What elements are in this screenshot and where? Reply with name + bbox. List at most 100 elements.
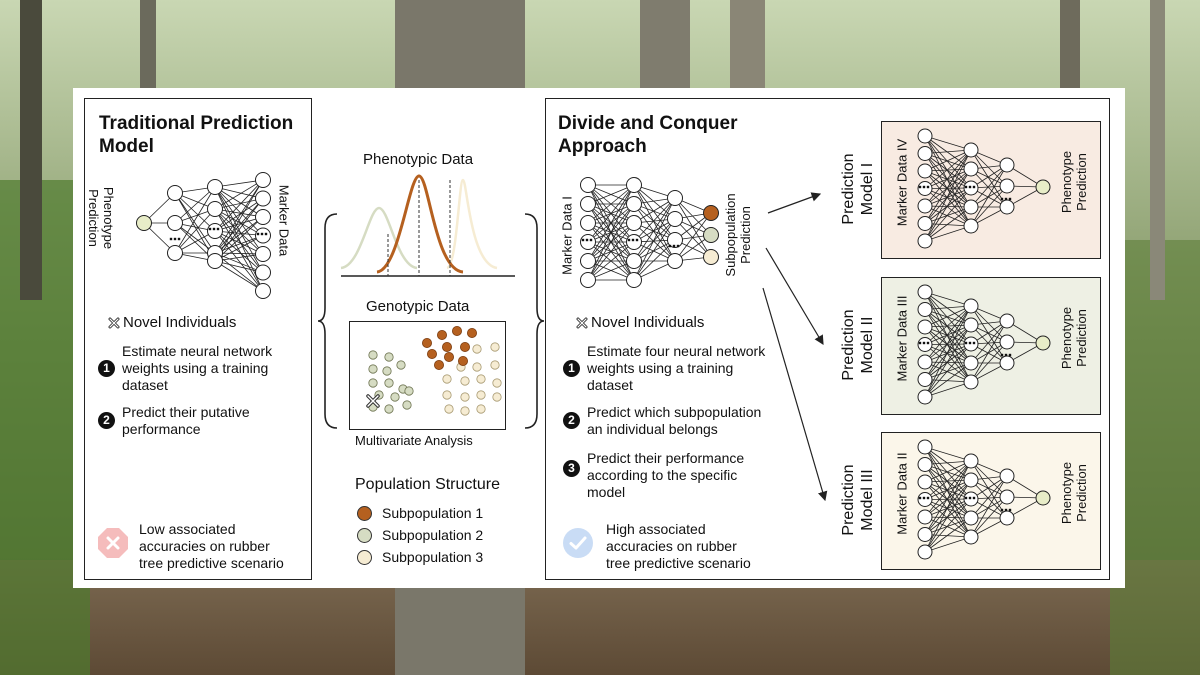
- left-net-edge: [214, 252, 264, 292]
- ellipsis-dot: [972, 496, 976, 500]
- model3-edge: [924, 446, 972, 538]
- scatter-point-subpop3: [492, 378, 502, 388]
- ellipsis-dot: [1000, 508, 1004, 512]
- left-net-node: [255, 246, 271, 262]
- model3-node: [963, 510, 979, 526]
- ellipsis-dot: [581, 238, 585, 242]
- model2-node: [999, 313, 1015, 329]
- model2-edge: [924, 343, 972, 363]
- scatter-point-subpop1: [422, 337, 433, 348]
- model3-node: [917, 527, 933, 542]
- scatter-point-subpop2: [402, 400, 412, 410]
- scatter-point-subpop2: [404, 386, 414, 396]
- ellipsis-dot: [1008, 353, 1012, 357]
- model2-edge: [970, 305, 1008, 343]
- left-net-node: [167, 245, 183, 261]
- model1-edge: [924, 135, 972, 151]
- model1-node: [1035, 179, 1051, 195]
- right-step1-line1: Estimate four neural network: [587, 343, 766, 359]
- model2-edge: [924, 291, 972, 326]
- right-step3-line2: according to the specific: [587, 467, 738, 483]
- model2-edge: [924, 309, 972, 364]
- right-net-edge: [633, 218, 676, 281]
- model1-node: [999, 178, 1015, 194]
- model1-edge: [924, 135, 972, 189]
- model2-edge: [924, 361, 972, 364]
- left-result-line1: Low associated: [139, 521, 236, 537]
- model3-edge: [924, 460, 972, 553]
- left-curly-brace: [317, 213, 338, 429]
- model1-edge: [970, 164, 1008, 227]
- right-net-edge: [633, 203, 676, 262]
- scatter-point-subpop2: [368, 378, 378, 388]
- model1-edge: [924, 168, 972, 172]
- model3-edge: [970, 475, 1008, 538]
- model3-node: [1035, 490, 1051, 506]
- ellipsis-dot: [676, 244, 680, 248]
- model2-edge: [924, 343, 972, 398]
- left-net-edge: [214, 179, 264, 232]
- left-net-edge: [214, 179, 264, 210]
- model1-node: [963, 199, 979, 215]
- model3-edge: [924, 464, 972, 481]
- model3-node: [999, 468, 1015, 484]
- arrow-to-model-iii: [762, 287, 828, 502]
- model2-node: [917, 372, 933, 387]
- right-net-edge: [674, 212, 712, 262]
- model1-edge: [970, 164, 1008, 208]
- model3-edge: [924, 464, 972, 519]
- left-net-edge: [214, 186, 264, 218]
- model1-edge: [924, 149, 972, 154]
- ellipsis-dot: [922, 496, 926, 500]
- divide-title-line1: Divide and Conquer: [558, 113, 738, 134]
- model3-edge: [924, 498, 972, 518]
- model2-node: [917, 354, 933, 370]
- model2-node: [917, 389, 933, 405]
- right-net-edge: [587, 184, 635, 224]
- ellipsis-dot: [918, 341, 922, 345]
- left-net-node: [207, 253, 223, 269]
- x-octagon-icon: [98, 528, 128, 558]
- left-net-edge: [214, 260, 264, 292]
- model2-edge: [924, 309, 972, 345]
- model3-edge: [924, 479, 972, 483]
- right-net-node: [703, 249, 719, 265]
- model1-edge: [924, 153, 972, 170]
- scatter-point-subpop3: [476, 404, 486, 414]
- model3-edge: [924, 498, 972, 500]
- model3-edge: [924, 481, 972, 500]
- model1-edge: [924, 168, 972, 242]
- model1-edge: [924, 187, 972, 242]
- ellipsis-dot: [1008, 508, 1012, 512]
- left-net-edge: [174, 192, 216, 254]
- model3-edge: [924, 499, 972, 538]
- ellipsis-dot: [964, 496, 968, 500]
- left-net-edge: [214, 235, 264, 262]
- model1-edge: [970, 185, 1008, 227]
- scatter-novel-cross-icon: [366, 394, 380, 408]
- model3-edge: [924, 498, 972, 535]
- left-step1-line2: weights using a training: [122, 360, 269, 376]
- model1-edge: [924, 187, 972, 224]
- scatter-point-subpop3: [460, 376, 470, 386]
- model3-edge: [924, 464, 972, 538]
- scatter-point-subpop2: [384, 378, 394, 388]
- model1-edge: [924, 205, 972, 208]
- model1-edge: [924, 187, 972, 207]
- right-net-edge: [633, 184, 676, 220]
- model2-edge: [924, 324, 972, 345]
- right-net-edge: [633, 197, 676, 262]
- model2-edge: [924, 305, 972, 328]
- right-net-edge: [633, 197, 676, 281]
- left-step2-line2: performance: [122, 421, 201, 437]
- subpopulation-neural-network: [580, 177, 719, 288]
- model1-edge: [924, 153, 972, 208]
- left-net-edge: [214, 216, 264, 232]
- model1-node: [917, 233, 933, 249]
- right-net-edge: [633, 239, 676, 281]
- left-net-edge: [174, 208, 216, 254]
- model2-edge: [924, 361, 972, 383]
- left-net-node: [255, 264, 271, 281]
- model3-edge: [924, 481, 972, 538]
- left-net-edge: [214, 179, 264, 188]
